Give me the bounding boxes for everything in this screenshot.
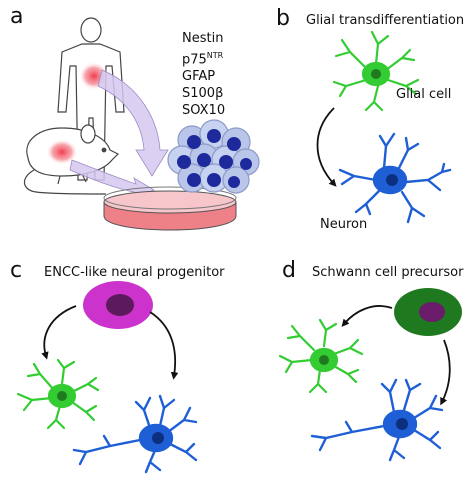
glial-to-neuron-arrow	[316, 107, 337, 187]
panel-c-title: ENCC-like neural progenitor	[44, 265, 225, 280]
marker-s100b: S100β	[182, 86, 224, 102]
neuron-b	[338, 132, 452, 224]
marker-p75-name: p75	[182, 52, 207, 68]
panel-b-title: Glial transdifferentiation	[306, 13, 465, 28]
progenitor-to-glial-arrow	[41, 305, 77, 360]
human-silhouette	[57, 17, 125, 181]
glial-cell-c	[16, 358, 100, 430]
human-to-dish-arrow	[97, 69, 169, 177]
marker-p75: p75NTR	[182, 47, 225, 68]
precursor-to-glial-arrow	[341, 305, 393, 327]
glial-cell-label: Glial cell	[396, 87, 452, 102]
panel-a-letter: a	[10, 4, 24, 29]
schwann-precursor-cell	[394, 288, 462, 336]
neuron-c	[72, 394, 198, 474]
neuron-label: Neuron	[320, 217, 368, 232]
marker-list: Nestin p75NTR GFAP S100β SOX10	[182, 30, 225, 119]
neurosphere	[167, 119, 260, 194]
glial-cell-d	[278, 318, 364, 394]
panel-c-letter: c	[10, 258, 23, 283]
panel-b-letter: b	[276, 6, 290, 31]
progenitor-to-neuron-arrow	[149, 311, 179, 380]
glial-cell-b	[332, 30, 420, 112]
mouse-tissue-highlight	[46, 139, 78, 165]
marker-nestin: Nestin	[182, 31, 224, 46]
precursor-to-neuron-arrow	[440, 339, 451, 406]
panel-d-letter: d	[282, 258, 296, 283]
marker-sox10: SOX10	[182, 103, 226, 119]
marker-p75-superscript: NTR	[206, 51, 224, 60]
progenitor-cell	[83, 281, 153, 329]
neuron-d	[310, 378, 444, 462]
marker-gfap: GFAP	[182, 69, 216, 85]
panel-d-title: Schwann cell precursor	[312, 265, 464, 280]
petri-dish	[103, 186, 237, 231]
